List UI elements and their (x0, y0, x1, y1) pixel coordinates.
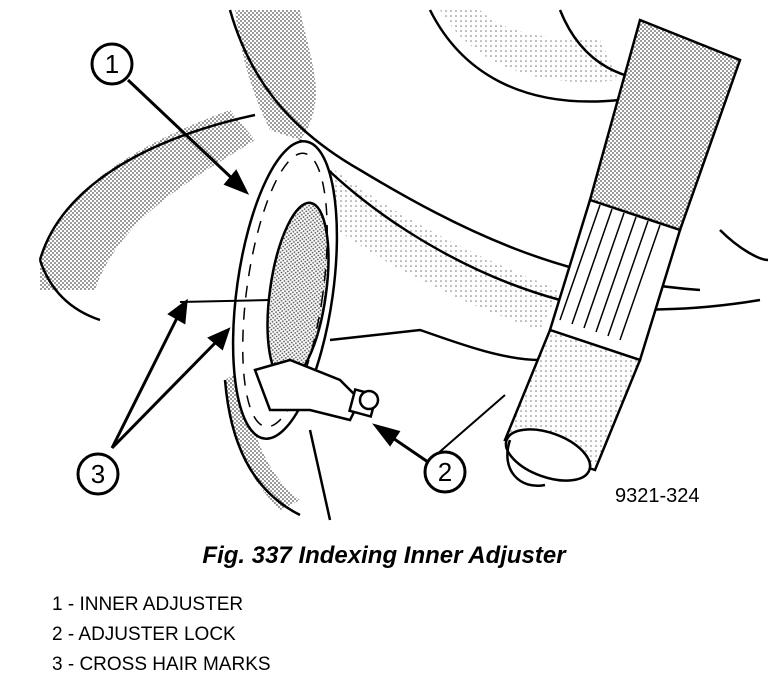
legend-item-3: 3 - CROSS HAIR MARKS (52, 654, 271, 675)
legend-list: 1 - INNER ADJUSTER 2 - ADJUSTER LOCK 3 -… (52, 590, 271, 680)
legend-item-2: 2 - ADJUSTER LOCK (52, 624, 236, 645)
callout-2-number: 2 (438, 457, 452, 487)
output-shaft (503, 18, 742, 488)
callout-1-number: 1 (105, 49, 119, 79)
legend-item-1: 1 - INNER ADJUSTER (52, 594, 244, 615)
callout-3-number: 3 (91, 459, 105, 489)
figure-caption: Fig. 337 Indexing Inner Adjuster (202, 542, 566, 569)
callout-2: 2 (423, 450, 467, 494)
callout-3: 3 (76, 452, 120, 496)
figure-code: 9321-324 (615, 485, 700, 507)
housing-shading (40, 10, 620, 510)
leader-lines (110, 78, 506, 464)
diagram-illustration: 1 2 3 9321-324 (38, 9, 768, 521)
callout-1: 1 (90, 42, 134, 86)
inner-adjuster-ring (231, 140, 339, 440)
adjuster-lock (253, 358, 380, 422)
